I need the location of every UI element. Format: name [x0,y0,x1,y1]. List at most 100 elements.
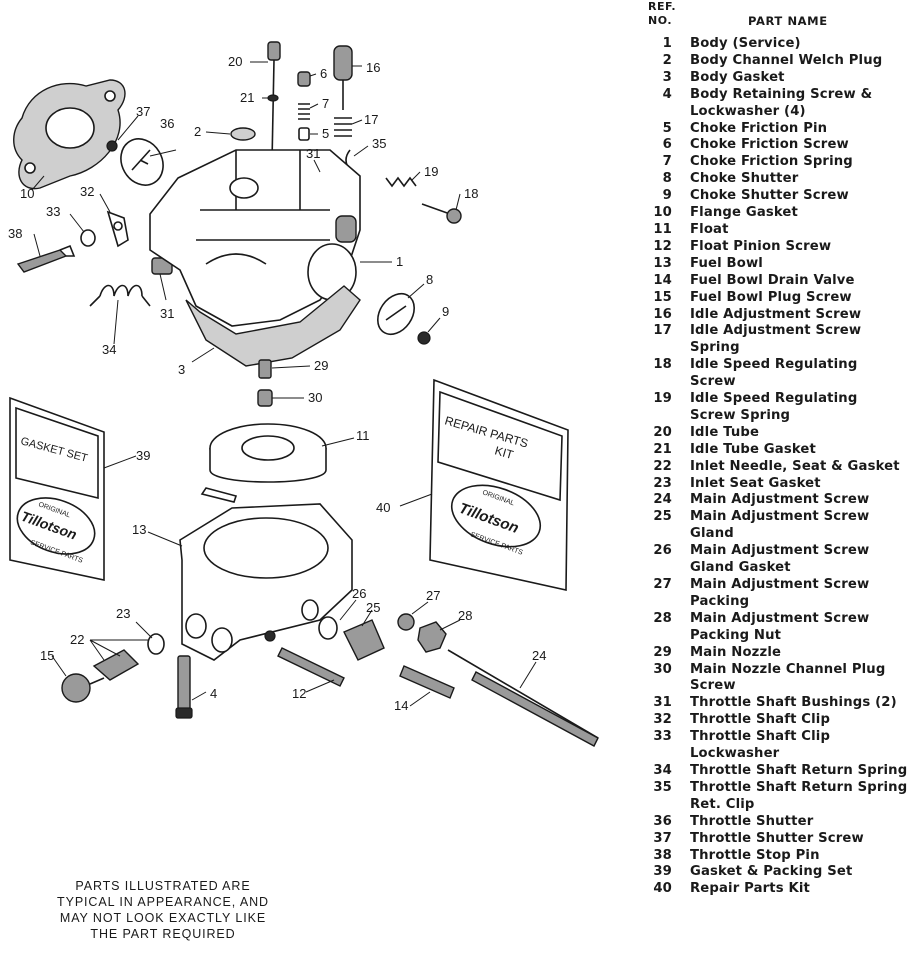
choke-shutter-part [377,292,415,336]
disclaimer-note: PARTS ILLUSTRATED ARE TYPICAL IN APPEARA… [57,879,269,941]
part-ref-number: 38 [653,847,672,863]
repair-kit-card: REPAIR PARTS KIT ORIGINAL Tillotson SERV… [429,378,569,591]
callout-10: 10 [20,186,34,201]
choke-friction-spring-part [298,103,310,120]
part-name: Throttle Shaft Return Spring Ret. Clip [690,779,908,812]
part-ref-number: 9 [662,188,672,204]
choke-friction-screw-part [297,71,311,87]
part-list-item: 13 Fuel Bowl [648,256,918,273]
part-name: Choke Friction Spring [690,154,853,170]
callout-20: 20 [228,54,242,69]
exploded-parts-diagram: GASKET SET ORIGINAL Tillotson SERVICE PA… [8,41,599,747]
callout-12: 12 [292,686,306,701]
part-name: Fuel Bowl Plug Screw [690,289,852,305]
part-name: Inlet Needle, Seat & Gasket [690,458,900,474]
idle-adjustment-screw-part [333,45,353,110]
part-name: Idle Tube [690,424,760,440]
part-ref-number: 2 [662,52,672,68]
part-ref-number: 22 [653,458,672,474]
part-ref-number: 35 [653,779,672,795]
part-list-item: 16 Idle Adjustment Screw [648,307,918,324]
part-ref-number: 29 [653,644,672,660]
part-ref-number: 18 [653,357,672,373]
part-ref-number: 17 [653,323,672,339]
main-adjustment-screw-gland-gasket-part [318,616,338,640]
part-name: Inlet Seat Gasket [690,475,821,491]
part-ref-number: 13 [653,255,672,271]
part-ref-number: 37 [653,830,672,846]
callout-4: 4 [210,686,217,701]
callout-35: 35 [372,136,386,151]
body-channel-welch-plug-part [230,127,256,141]
part-ref-number: 1 [662,36,672,51]
throttle-shutter-screw-part [106,140,118,152]
callout-16: 16 [366,60,380,75]
callout-22: 22 [70,632,84,647]
part-name: Throttle Shaft Clip Lockwasher [690,729,831,762]
part-name: Throttle Shutter Screw [690,830,864,846]
part-name: Body (Service) [690,36,801,51]
callout-34: 34 [102,342,116,357]
inlet-needle-seat-part [92,649,140,681]
fuel-bowl-part [179,503,353,661]
part-ref-number: 36 [653,813,672,829]
main-adjustment-screw-part [447,649,599,747]
part-list-item: 1 Body (Service) [648,36,918,53]
body-gasket-part [185,285,361,367]
part-name: Throttle Shutter [690,813,814,829]
part-name: Body Gasket [690,69,785,85]
part-ref-number: 5 [662,120,672,136]
part-list-item: 27 Main Adjustment Screw Packing [648,577,918,611]
callout-28: 28 [458,608,472,623]
part-ref-number: 28 [653,610,672,626]
callout-38: 38 [8,226,22,241]
part-ref-number: 27 [653,577,672,592]
callout-23: 23 [116,606,130,621]
part-name: Choke Friction Screw [690,137,849,153]
callout-29: 29 [314,358,328,373]
part-ref-number: 16 [653,306,672,322]
part-ref-number: 30 [653,661,672,677]
part-ref-number: 15 [653,289,672,305]
part-name: Main Adjustment Screw Packing [690,577,870,609]
part-name: Choke Shutter [690,171,799,187]
fuel-bowl-drain-valve-part [399,665,455,699]
part-name: Fuel Bowl [690,255,763,271]
part-name: Idle Tube Gasket [690,441,816,457]
part-list-item: 29 Main Nozzle [648,645,918,662]
part-name: Main Adjustment Screw Gland [690,509,870,542]
part-name: Main Adjustment Screw Packing Nut [690,610,870,643]
callout-1: 1 [396,254,403,269]
callout-5: 5 [322,126,329,141]
callout-30: 30 [308,390,322,405]
callout-3: 3 [178,362,185,377]
part-name: Main Nozzle [690,644,782,660]
part-name: Idle Adjustment Screw [690,306,862,322]
part-list-item: 31 Throttle Shaft Bushings (2) [648,695,918,712]
part-list-item: 37 Throttle Shutter Screw [648,831,918,848]
throttle-shaft-return-spring-part [89,284,151,307]
part-ref-number: 21 [653,441,672,457]
main-adjustment-screw-gland-part [343,619,385,661]
part-ref-number: 31 [653,695,672,711]
idle-tube-part [267,41,281,163]
choke-friction-pin-part [298,127,310,141]
carburetor-body-part [149,149,361,327]
ref-no-header: REF. NO. [648,0,918,28]
callout-37: 37 [136,104,150,119]
gasket-set-card: GASKET SET ORIGINAL Tillotson SERVICE PA… [9,396,105,581]
part-name: Throttle Shaft Bushings (2) [690,695,897,711]
part-ref-number: 10 [653,205,672,221]
part-ref-number: 7 [662,154,672,170]
